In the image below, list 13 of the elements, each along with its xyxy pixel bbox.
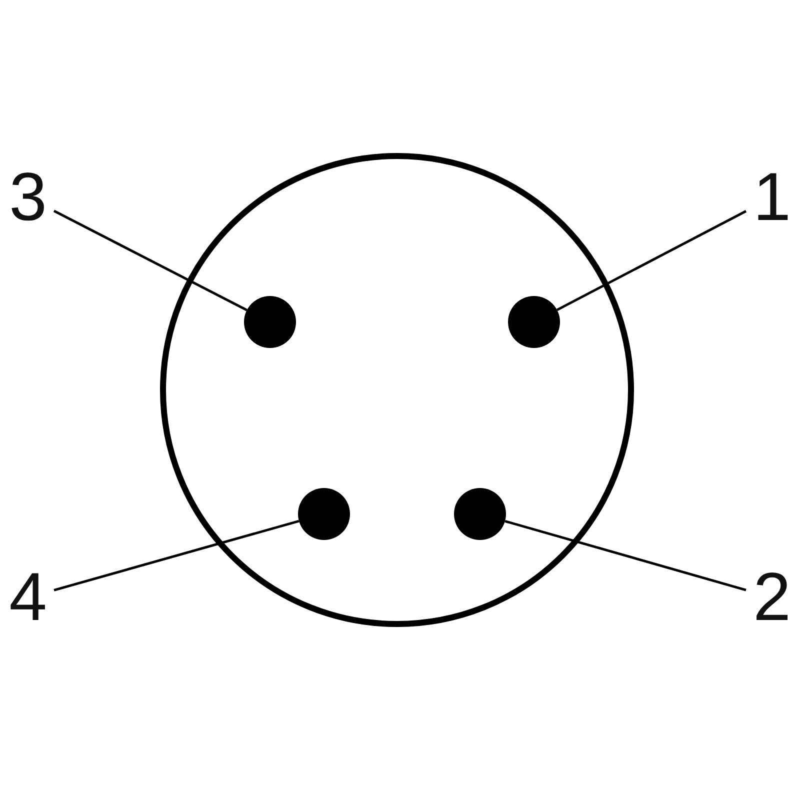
leader-line — [556, 210, 747, 312]
pin-contact — [244, 296, 296, 348]
pin-contact — [298, 488, 350, 540]
pin-contact — [454, 488, 506, 540]
pin-label: 2 — [746, 560, 798, 635]
pin-label: 4 — [2, 560, 54, 635]
leader-line — [53, 210, 248, 312]
connector-face — [160, 153, 634, 627]
pin-label: 1 — [746, 160, 798, 235]
pin-contact — [508, 296, 560, 348]
leader-line — [54, 520, 300, 592]
pin-label: 3 — [2, 160, 54, 235]
leader-line — [504, 520, 746, 592]
